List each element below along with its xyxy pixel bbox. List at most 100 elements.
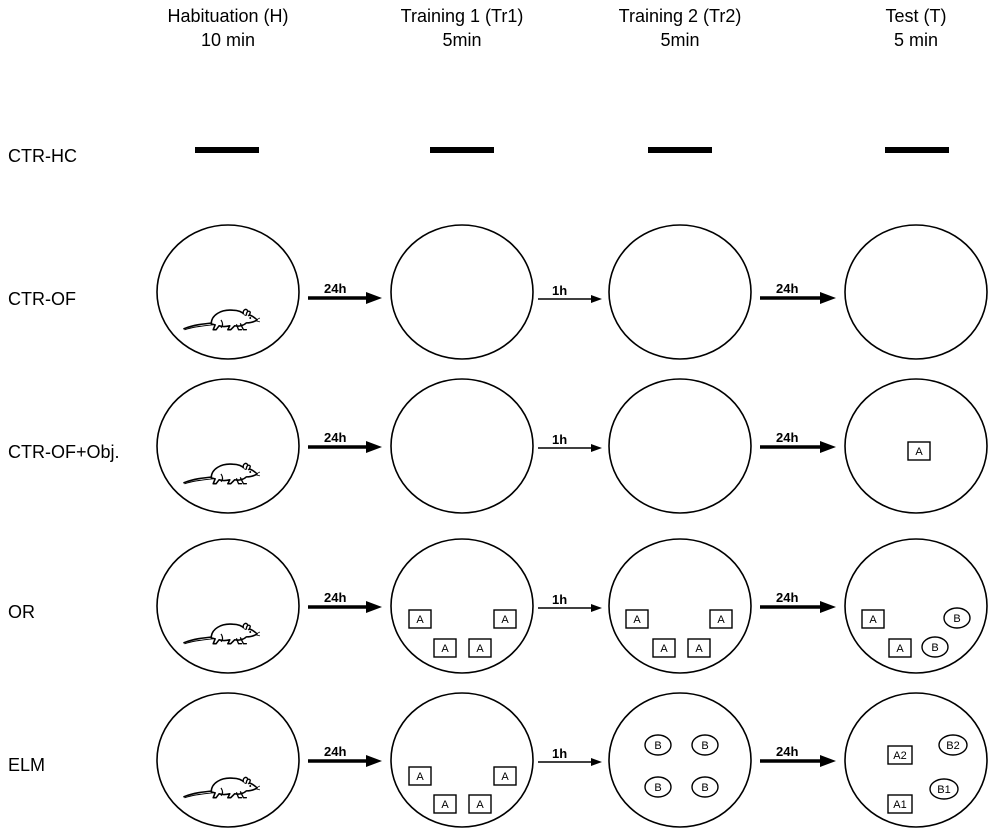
object-square: A [468,794,492,814]
object-oval: B [921,636,949,658]
interval-label: 24h [324,430,346,445]
object-label: A [501,771,509,783]
object-square: A [408,766,432,786]
row-ctr-of-obj: A 24h 1h 24h [156,378,988,514]
interval-arrowhead [591,444,602,452]
object-label: B [931,642,938,654]
phase-title-test: Test (T) [886,6,947,26]
arena-circle [156,692,300,828]
object-square: A [907,441,931,461]
interval-arrowhead [591,295,602,303]
arena-circle [390,224,534,360]
group-label-or: OR [8,602,35,622]
object-square: A [652,638,676,658]
object-label: A [695,643,703,655]
arena-circle [608,224,752,360]
row-ctr-of: 24h 1h 24h [156,224,988,360]
phase-duration-habituation: 10 min [201,30,255,50]
arena-circle [608,378,752,514]
group-label-ctr-of-obj: CTR-OF+Obj. [8,442,120,462]
group-labels: CTR-HC CTR-OF CTR-OF+Obj. OR ELM [8,146,120,775]
interval-label: 24h [776,430,798,445]
object-square: A [625,609,649,629]
object-square: A [493,766,517,786]
arena-circle [390,538,534,674]
phase-title-training1: Training 1 (Tr1) [401,6,524,26]
object-label: A [660,643,668,655]
object-label: A [501,614,509,626]
interval-arrowhead [820,755,836,767]
object-oval: B [691,734,719,756]
object-square: A [888,638,912,658]
object-label: A [441,643,449,655]
phase-duration-training1: 5min [442,30,481,50]
arena-circle [844,538,988,674]
interval-arrowhead [820,601,836,613]
interval-arrowhead [366,601,382,613]
interval-arrowhead [820,441,836,453]
group-label-ctr-of: CTR-OF [8,289,76,309]
home-cage-row [195,147,949,153]
interval-label: 1h [552,432,567,447]
object-square: A [468,638,492,658]
arena-circle [844,692,988,828]
object-square: A1 [887,794,913,814]
arena-circle [608,538,752,674]
object-label: A [476,643,484,655]
object-square: A [433,794,457,814]
group-label-elm: ELM [8,755,45,775]
interval-label: 24h [776,744,798,759]
object-label: A [416,771,424,783]
interval-arrowhead [591,758,602,766]
interval-arrowhead [366,292,382,304]
phase-headers: Habituation (H) 10 min Training 1 (Tr1) … [167,6,946,50]
object-label: A2 [893,750,906,762]
interval-arrowhead [366,755,382,767]
object-square: A [861,609,885,629]
row-elm: A A A A B B B B [156,692,988,828]
object-square: A2 [887,745,913,765]
object-square: A [493,609,517,629]
phase-duration-training2: 5min [660,30,699,50]
object-label: B [654,782,661,794]
object-label: B [654,740,661,752]
home-cage-bar [195,147,259,153]
interval-label: 24h [324,281,346,296]
arena-circle [156,224,300,360]
object-label: A1 [893,799,906,811]
group-label-ctr-hc: CTR-HC [8,146,77,166]
phase-duration-test: 5 min [894,30,938,50]
interval-arrowhead [820,292,836,304]
arena-circle [844,224,988,360]
interval-label: 1h [552,283,567,298]
phase-title-training2: Training 2 (Tr2) [619,6,742,26]
object-oval: B [644,734,672,756]
interval-label: 1h [552,746,567,761]
home-cage-bar [430,147,494,153]
object-label: B [953,613,960,625]
interval-arrowhead [591,604,602,612]
arena-circle [156,538,300,674]
object-label: A [915,446,923,458]
object-label: A [476,799,484,811]
object-oval: B [691,776,719,798]
interval-label: 24h [324,590,346,605]
object-label: A [717,614,725,626]
phase-title-habituation: Habituation (H) [167,6,288,26]
interval-label: 24h [324,744,346,759]
arena-circle [608,692,752,828]
object-oval: B [943,607,971,629]
interval-arrowhead [366,441,382,453]
object-oval: B1 [929,778,959,800]
interval-label: 1h [552,592,567,607]
object-oval: B [644,776,672,798]
interval-label: 24h [776,281,798,296]
object-label: A [441,799,449,811]
object-label: B [701,740,708,752]
home-cage-bar [648,147,712,153]
object-label: A [896,643,904,655]
object-label: A [869,614,877,626]
arena-circle [390,378,534,514]
arena-circle [156,378,300,514]
object-square: A [408,609,432,629]
